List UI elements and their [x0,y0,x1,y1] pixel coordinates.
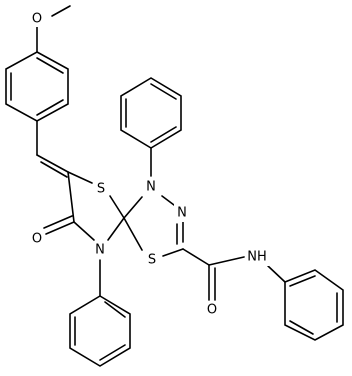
top-phenyl-double-1 [150,126,177,143]
bond-carbonyl-nh [208,256,245,266]
ketone-oxygen-label: O [32,232,42,247]
bond-spiro-n4 [123,196,143,219]
bond-n3-spiro [107,217,125,241]
bond-c5-s1 [67,171,93,184]
bottom-phenyl-double-1 [104,301,126,318]
bond-ketone-b [43,215,73,229]
thiazolidine-nitrogen-label: N [95,243,105,258]
bond-ketone-a [45,221,75,235]
anilide-phenyl-double-3 [289,320,314,335]
bond-vinyl-double-b [40,161,68,178]
amide-nh-label: NH [247,250,267,265]
bond-c5-c4 [67,171,75,223]
atom-labels: O S O N N N S O NH [29,11,269,319]
methoxyphenyl-ring-double-2 [36,99,64,116]
bond-vinyl-double-a [36,154,69,173]
bottom-phenyl-ring [69,295,131,367]
methoxyphenyl-ring [5,51,69,122]
bond-n4-n3b [161,195,175,206]
thiadiazole-sulfur-label: S [148,253,156,268]
top-phenyl-ring [120,77,182,149]
bonds [5,5,344,367]
methoxyphenyl-ring-double-1 [36,57,64,74]
bond-s1b-spiro [123,217,143,251]
bottom-phenyl-double-2 [99,344,126,361]
thiadiazole-n4-label: N [146,180,156,195]
methoxy-oxygen-label: O [32,12,42,27]
top-phenyl-double-2 [150,83,177,100]
anilide-phenyl-double-1 [289,275,316,287]
bond-c2-carbonyl [182,248,210,266]
amide-oxygen-label: O [207,303,217,318]
anilide-phenyl-ring [284,269,344,341]
bond-c4-n3 [73,221,95,241]
bond-s1-spiro [109,195,125,219]
thiadiazole-n3-label: N [177,206,187,221]
thiazolidine-sulfur-label: S [97,182,105,197]
bond-nh-phenyl [267,265,286,283]
bond-methyl-o [51,5,71,17]
bond-c2-s1b [162,248,184,257]
